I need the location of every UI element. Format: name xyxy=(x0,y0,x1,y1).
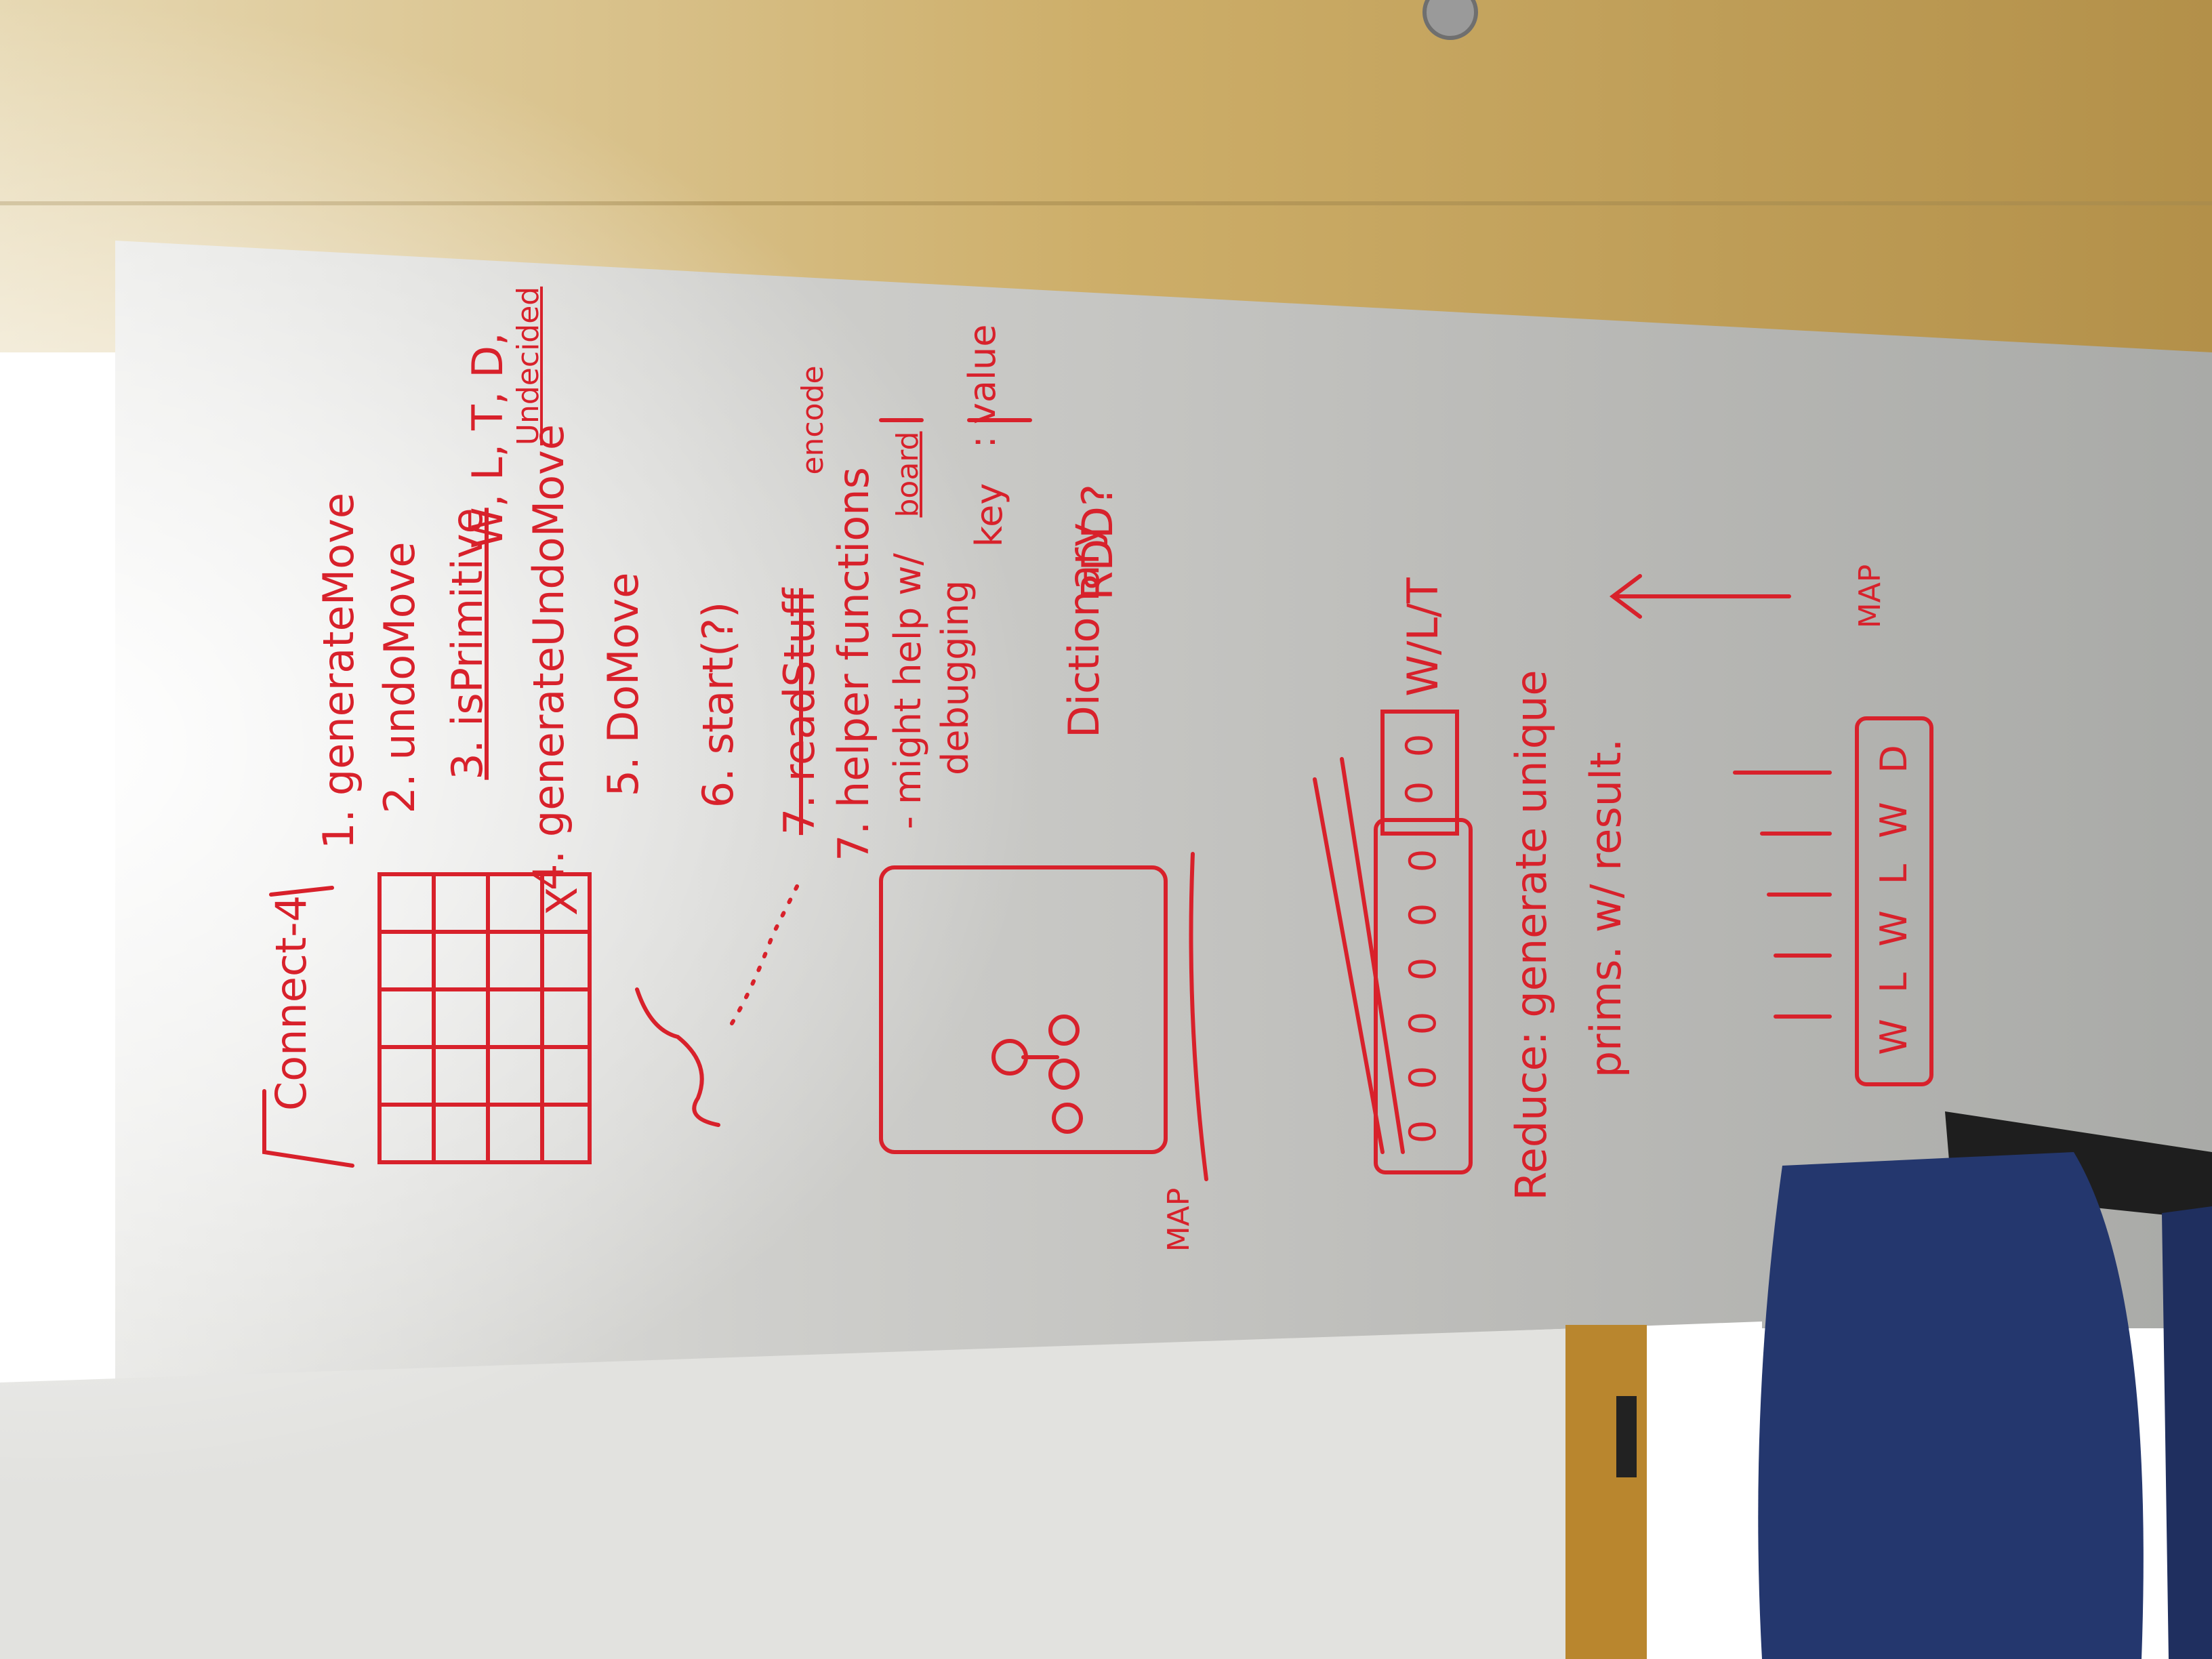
map-arrow-line xyxy=(1189,852,1208,1181)
title-bracket xyxy=(262,886,354,1168)
result-box xyxy=(1380,710,1459,836)
cells-box xyxy=(1374,818,1473,1174)
map-arrow xyxy=(1610,574,1791,619)
state-space-box xyxy=(879,865,1168,1154)
primitive-cells xyxy=(1313,757,1473,1174)
tree-node xyxy=(1052,1103,1083,1134)
grid-border xyxy=(377,872,592,1164)
squiggle-arrow xyxy=(635,987,720,1127)
map-tree xyxy=(991,1015,1083,1134)
crossing-line xyxy=(1313,777,1385,1154)
crossing-line xyxy=(1340,757,1405,1154)
results-row-box xyxy=(1855,716,1933,1086)
marker-drawings xyxy=(262,418,1933,1181)
dotted-path xyxy=(730,879,802,1025)
tree-node xyxy=(1048,1015,1080,1046)
result-arrows xyxy=(1733,771,1832,1019)
tree-node xyxy=(1048,1059,1080,1090)
connect4-grid xyxy=(377,872,592,1164)
